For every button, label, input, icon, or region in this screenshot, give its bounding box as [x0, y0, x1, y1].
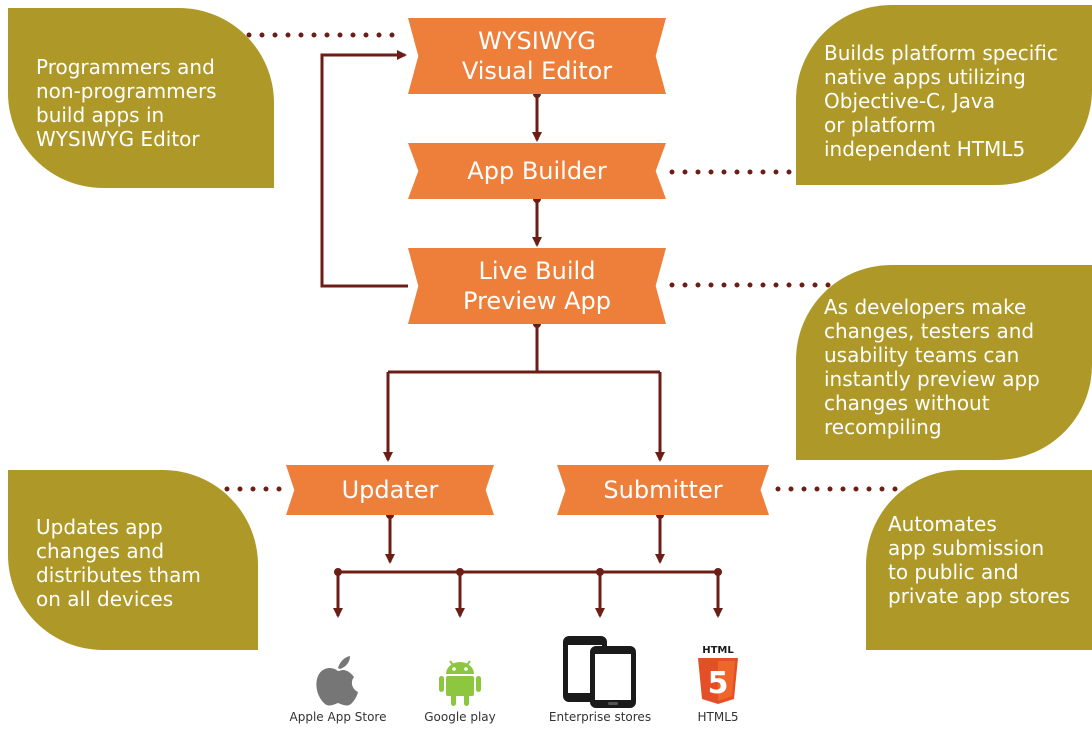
html5-badge-number: 5 [708, 666, 729, 701]
platform-label: Apple App Store [289, 710, 387, 724]
platform-apple: Apple App Store [290, 652, 386, 732]
apple-icon [316, 656, 358, 706]
android-icon [439, 660, 481, 706]
arrow-feedback-loop [320, 50, 408, 288]
html5-icon: HTML 5 [698, 645, 738, 704]
box-app-builder: App Builder [408, 143, 666, 199]
box-wysiwyg-line-1: WYSIWYG [478, 27, 596, 55]
callout-text-line: WYSIWYG Editor [36, 127, 200, 151]
callout-text-line: Programmers and [36, 55, 215, 79]
callout-text-line: app submission [888, 536, 1045, 560]
platform-html5: HTML 5 HTML5 [684, 644, 752, 732]
callout-text-line: Automates [888, 512, 997, 536]
box-preview-line-1: Live Build [478, 257, 596, 285]
callout-builds: Builds platform specific native apps uti… [796, 5, 1092, 185]
phones-icon [563, 636, 636, 708]
callout-text-line: on all devices [36, 587, 174, 611]
platform-enterprise: Enterprise stores [548, 634, 652, 732]
box-submitter-label: Submitter [603, 476, 723, 504]
callout-text-line: distributes tham [36, 563, 201, 587]
callout-text-line: native apps utilizing [824, 65, 1026, 89]
box-wysiwyg-visual-editor: WYSIWYG Visual Editor [408, 18, 666, 94]
callout-text-line: non-programmers [36, 79, 217, 103]
platform-label: HTML5 [697, 710, 739, 724]
box-wysiwyg-line-2: Visual Editor [461, 57, 613, 85]
callout-text-line: Objective-C, Java [824, 89, 995, 113]
callout-automates: Automates app submission to public and p… [866, 470, 1092, 650]
platform-label: Google play [424, 710, 496, 724]
callout-developers: As developers make changes, testers and … [796, 265, 1092, 460]
box-builder-label: App Builder [467, 157, 607, 185]
callout-text-line: private app stores [888, 584, 1071, 608]
platform-label: Enterprise stores [548, 710, 652, 724]
callout-updates: Updates app changes and distributes tham… [8, 470, 258, 650]
callout-text-line: to public and [888, 560, 1019, 584]
box-updater-label: Updater [341, 476, 439, 504]
box-live-build-preview: Live Build Preview App [408, 248, 666, 324]
callout-text-line: changes, testers and [824, 319, 1035, 343]
box-updater: Updater [286, 465, 494, 515]
box-preview-line-2: Preview App [463, 287, 611, 315]
callout-text-line: Updates app [36, 515, 163, 539]
box-submitter: Submitter [557, 465, 769, 515]
callout-text-line: changes without [824, 391, 990, 415]
callout-text-line: independent HTML5 [824, 137, 1026, 161]
callout-text-line: Builds platform specific [824, 41, 1058, 65]
callout-text-line: recompiling [824, 415, 942, 439]
callout-text-line: usability teams can [824, 343, 1020, 367]
html5-badge-text: HTML [702, 645, 734, 656]
callout-text-line: As developers make [824, 295, 1027, 319]
callout-text-line: or platform [824, 113, 936, 137]
callout-text-line: instantly preview app [824, 367, 1040, 391]
platform-google-play: Google play [422, 652, 498, 732]
callout-text-line: build apps in [36, 103, 165, 127]
callout-programmers: Programmers and non-programmers build ap… [8, 8, 274, 188]
callout-text-line: changes and [36, 539, 165, 563]
